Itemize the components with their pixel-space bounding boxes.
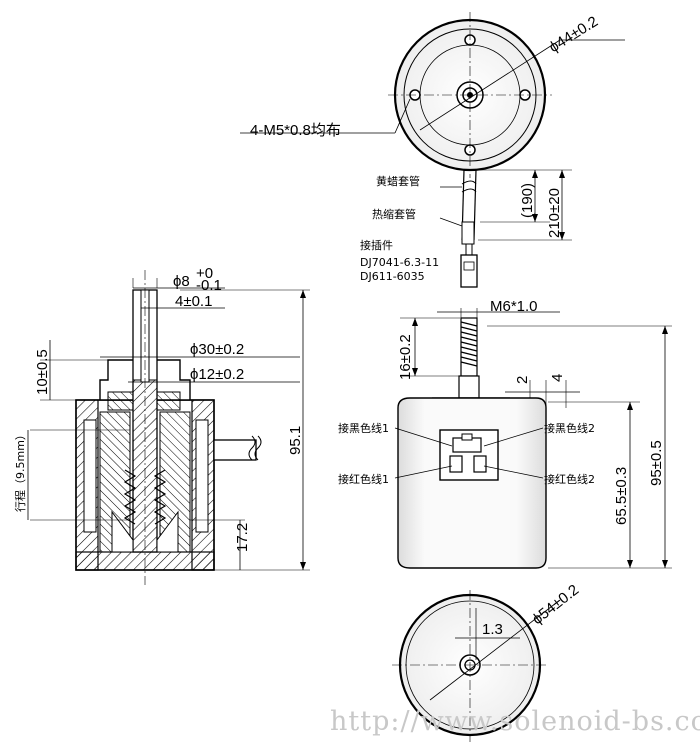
stroke-label: 行程（9.5mm） [14, 429, 27, 512]
top-diameter-label: ϕ44±0.2 [546, 13, 601, 56]
top-view: ϕ44±0.2 4-M5*0.8均布 [240, 12, 625, 178]
bore-dia-label: ϕ12±0.2 [190, 366, 244, 383]
bottom-diameter-label: ϕ54±0.2 [529, 581, 582, 628]
plunger-dia-label: ϕ8 [173, 273, 190, 290]
overall-height-label: 95±0.5 [648, 440, 665, 486]
wire-red2-label: 接红色线2 [544, 472, 595, 486]
plunger-tol-lower: -0.1 [196, 277, 222, 294]
top-dim-label: 10±0.5 [34, 349, 51, 395]
connector-part2: DJ611-6035 [360, 270, 425, 283]
mount-holes-label: 4-M5*0.8均布 [250, 122, 341, 139]
body-height-label: 65.5±0.3 [613, 467, 630, 525]
connector-title: 接插件 [360, 238, 393, 252]
sleeve2-label: 热缩套管 [372, 207, 416, 221]
connector [460, 254, 478, 288]
connector-part1: DJ7041-6.3-11 [360, 256, 439, 269]
plunger-tol-upper: +0 [196, 265, 213, 282]
offset-label: 1.3 [482, 621, 503, 638]
cap-dia-label: ϕ30±0.2 [190, 341, 244, 358]
len210-label: 210±20 [546, 188, 563, 238]
shaft-label: 4±0.1 [175, 293, 212, 310]
section-view: ϕ8 +0 -0.1 4±0.1 ϕ30±0.2 ϕ12±0.2 10±0.5 … [14, 265, 310, 585]
thread-length-label: 16±0.2 [397, 334, 414, 380]
wire-black1-label: 接黑色线1 [338, 421, 389, 435]
sleeve1-label: 黄蜡套管 [376, 174, 420, 188]
dim-4-label: 4 [549, 374, 566, 382]
len190-label: (190) [519, 183, 536, 218]
thread-label: M6*1.0 [490, 298, 538, 315]
dim-2-label: 2 [514, 376, 531, 384]
small-dim-label: 17.2 [234, 523, 251, 552]
front-view: 接黑色线1 接红色线1 接黑色线2 接红色线2 M6*1.0 16±0.2 2 … [338, 298, 672, 569]
watermark: http://www.solenoid-bs.com [330, 706, 700, 737]
wire-red1-label: 接红色线1 [338, 472, 389, 486]
wire-black2-label: 接黑色线2 [544, 421, 595, 435]
wire-lead: 黄蜡套管 热缩套管 接插件 DJ7041-6.3-11 DJ611-6035 (… [360, 169, 572, 288]
section-height-label: 95.1 [287, 426, 304, 455]
solenoid-body [397, 397, 547, 569]
